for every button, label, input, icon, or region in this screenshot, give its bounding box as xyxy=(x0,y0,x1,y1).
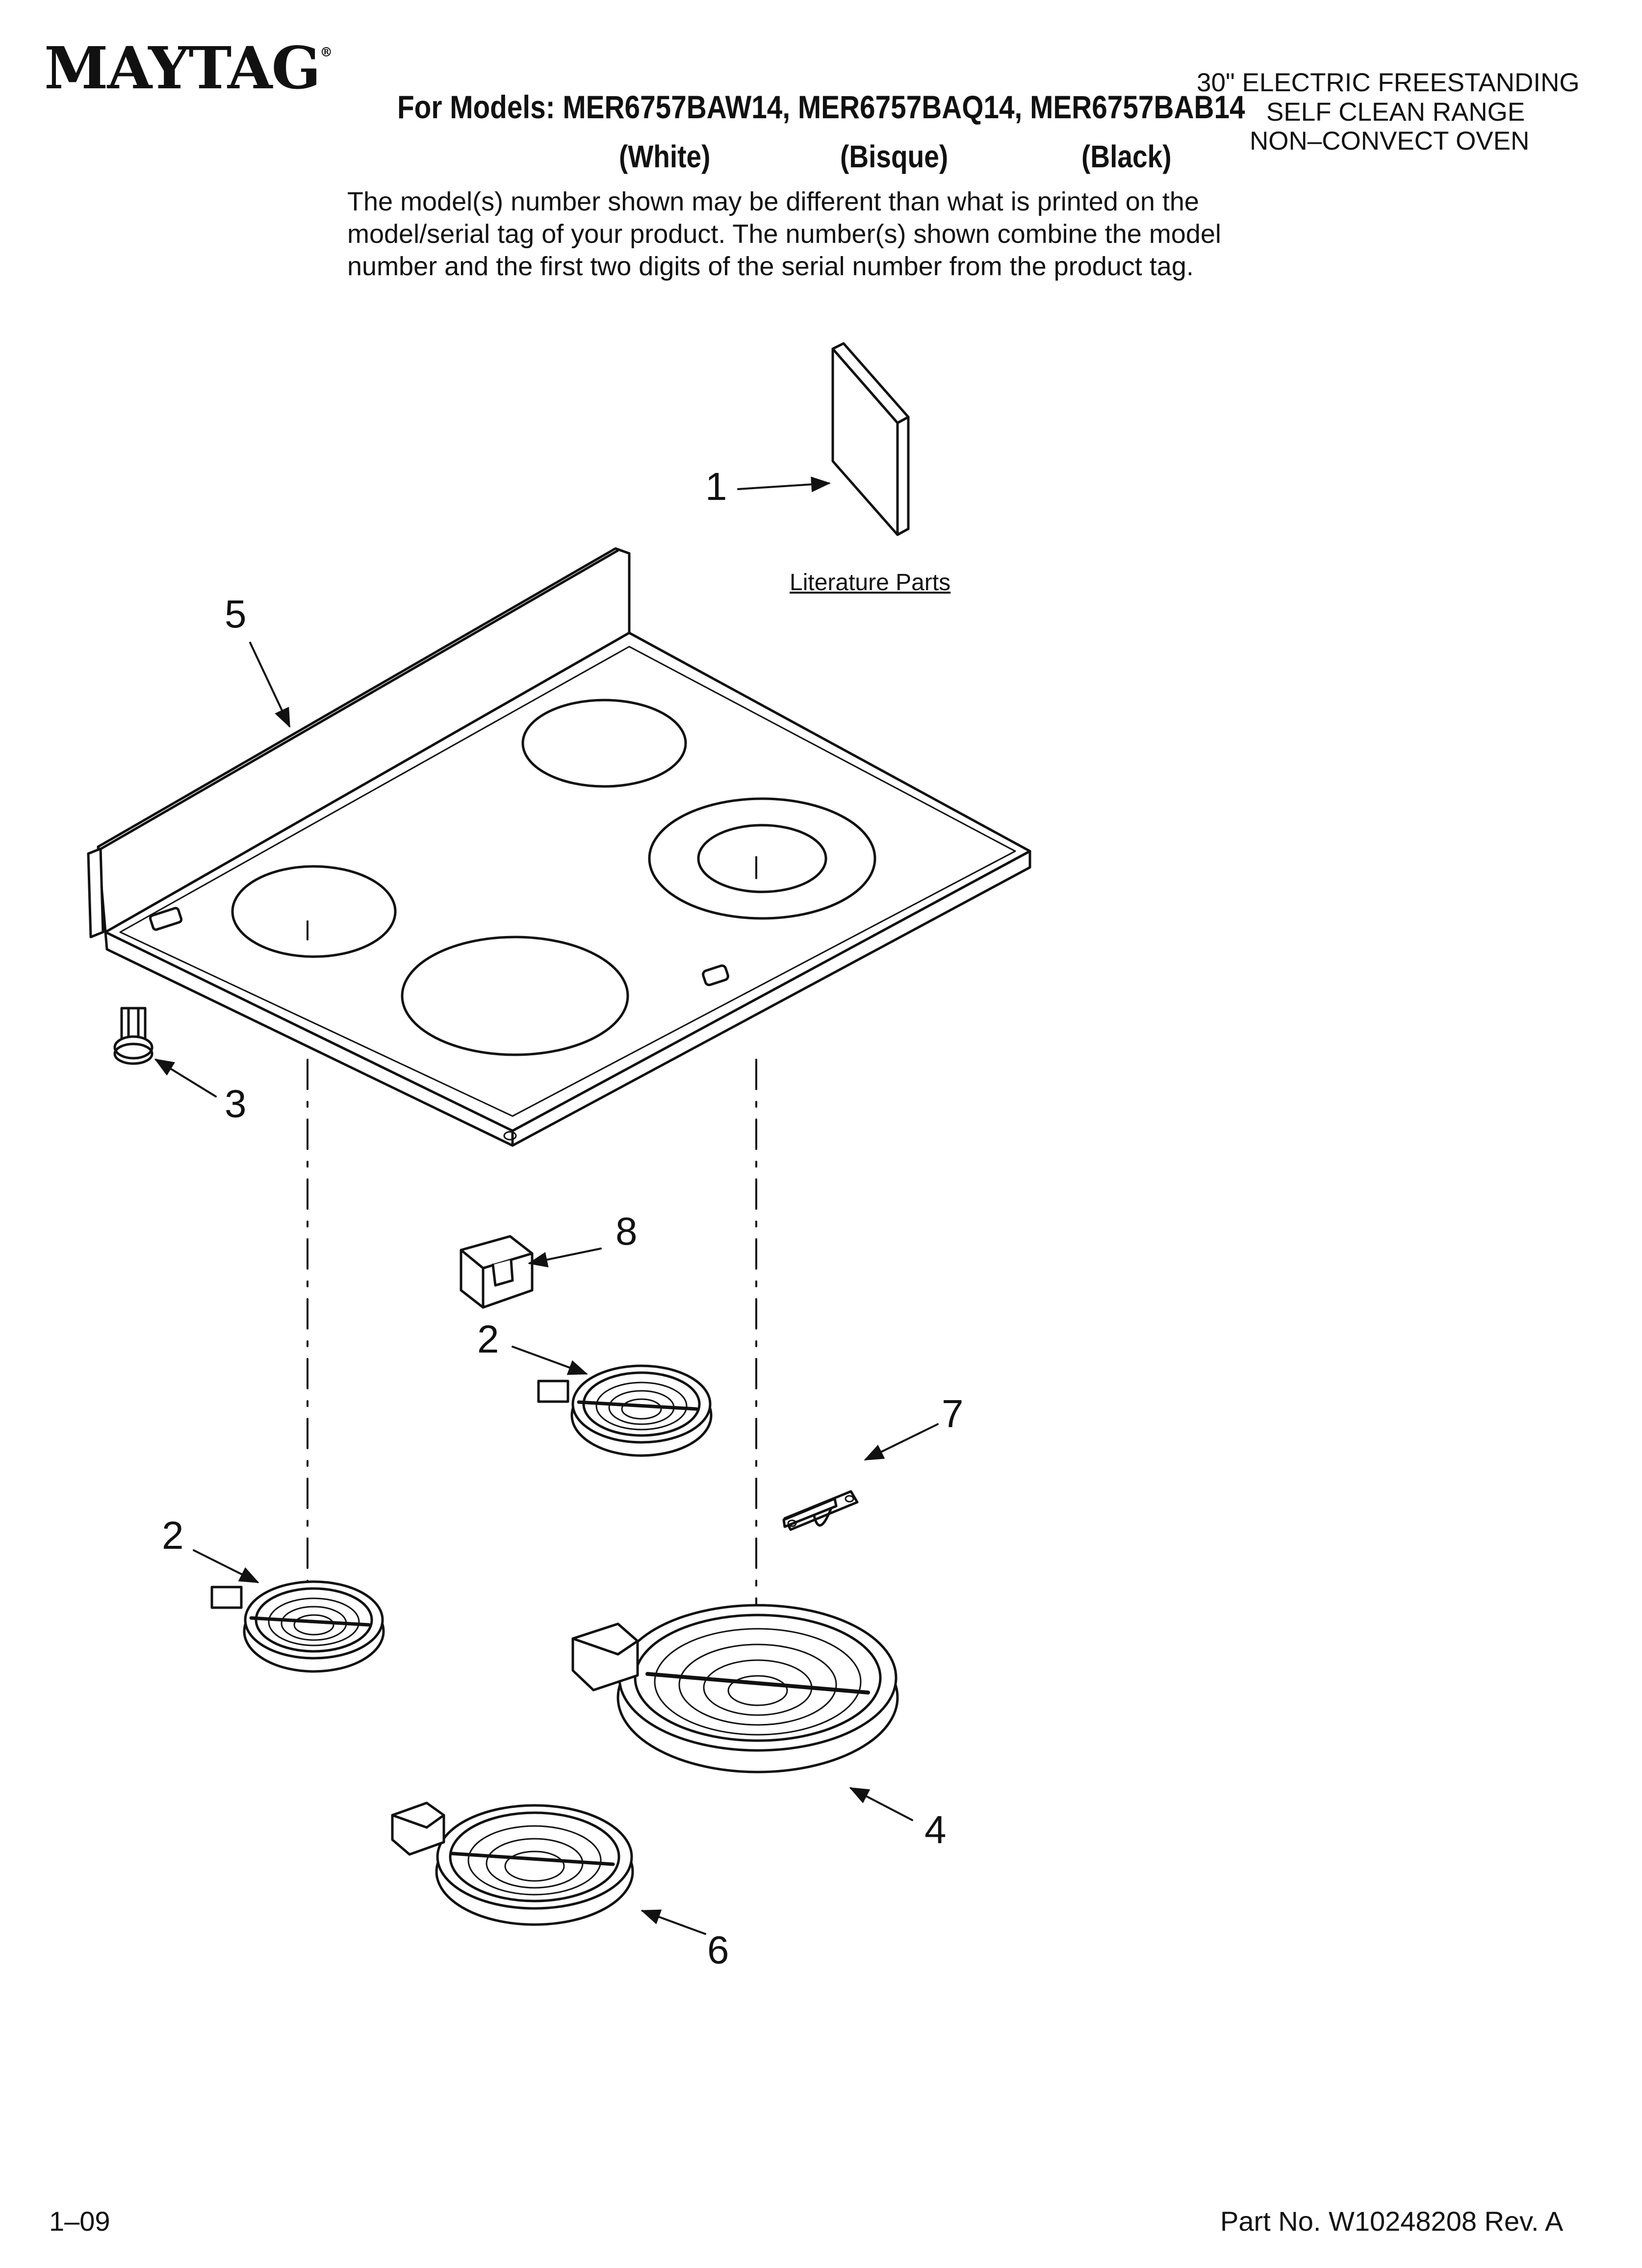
disclaimer-line: The model(s) number shown may be differe… xyxy=(347,187,1199,216)
cooktop-main-top-part xyxy=(87,547,1031,1147)
small-surface-element-lower xyxy=(210,1580,385,1673)
clip-block-part xyxy=(460,1235,534,1309)
callout-8: 8 xyxy=(616,1209,638,1253)
knob-part xyxy=(113,1007,154,1065)
literature-booklet-part xyxy=(831,342,910,536)
disclaimer-line: model/serial tag of your product. The nu… xyxy=(347,219,1221,249)
callout-6: 6 xyxy=(707,1928,729,1972)
disclaimer-line: number and the first two digits of the s… xyxy=(347,252,1194,281)
part-number: Part No. W10248208 Rev. A xyxy=(1220,2206,1564,2237)
brand-name: MAYTAG xyxy=(44,34,321,102)
small-surface-element-upper xyxy=(537,1364,713,1457)
callout-5: 5 xyxy=(225,592,247,636)
date-code: 1–09 xyxy=(49,2206,110,2237)
callout-2-lower: 2 xyxy=(162,1513,184,1557)
medium-surface-element xyxy=(391,1801,634,1926)
callout-3: 3 xyxy=(225,1082,247,1125)
color-white: (White) xyxy=(619,139,711,174)
registered-mark: ® xyxy=(320,45,333,60)
large-dual-surface-element xyxy=(571,1604,899,1773)
product-line-3: NON–CONVECT OVEN xyxy=(1250,127,1530,156)
models-line: For Models: MER6757BAW14, MER6757BAQ14, … xyxy=(397,89,1245,125)
callout-2-upper: 2 xyxy=(477,1317,499,1361)
color-bisque: (Bisque) xyxy=(840,139,949,174)
callout-4: 4 xyxy=(924,1808,947,1851)
product-line-2: SELF CLEAN RANGE xyxy=(1266,98,1525,127)
maytag-logo: MAYTAG® xyxy=(44,39,333,97)
callout-1: 1 xyxy=(705,465,727,508)
bracket-part xyxy=(782,1490,859,1531)
model-disclaimer: The model(s) number shown may be differe… xyxy=(347,185,1221,283)
color-black: (Black) xyxy=(1081,139,1172,174)
literature-parts-label: Literature Parts xyxy=(790,570,951,596)
callout-7: 7 xyxy=(942,1392,964,1435)
product-line-1: 30" ELECTRIC FREESTANDING xyxy=(1197,68,1580,97)
